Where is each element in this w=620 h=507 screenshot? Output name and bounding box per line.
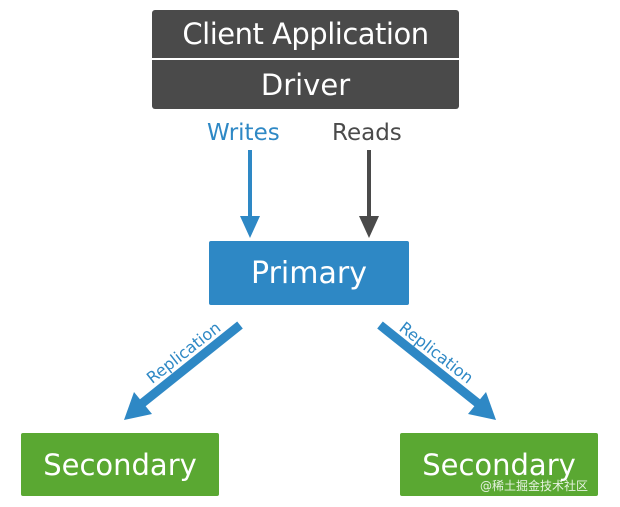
replication-left-arrow	[124, 321, 243, 420]
primary-node-box: Primary	[209, 241, 409, 305]
secondary-node-right-box: Secondary	[400, 433, 598, 496]
client-application-box: Client Application	[182, 17, 429, 51]
reads-label: Reads	[332, 120, 402, 146]
writes-label: Writes	[207, 120, 280, 146]
driver-box: Driver	[260, 67, 351, 102]
reads-arrow	[359, 150, 379, 238]
watermark-text: @稀土掘金技术社区	[480, 479, 589, 493]
client-driver-divider	[152, 58, 459, 60]
client-driver-stack: Client Application Driver	[152, 10, 459, 109]
replication-right-arrow	[377, 321, 496, 420]
secondary-node-left-box: Secondary	[21, 433, 219, 496]
writes-arrow	[240, 150, 260, 238]
